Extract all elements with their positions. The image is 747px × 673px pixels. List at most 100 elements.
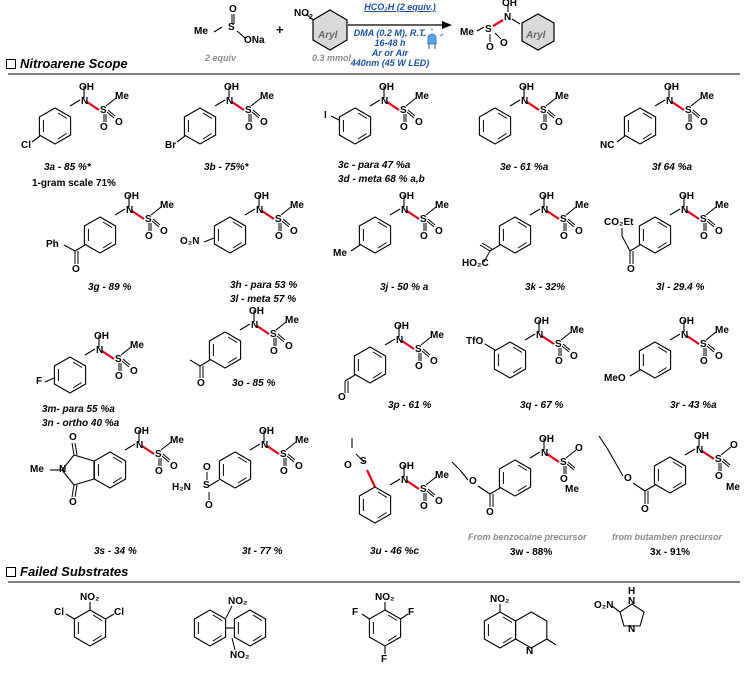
s-label: S [700, 214, 707, 225]
label-3x: 3x - 91% [650, 547, 691, 558]
substituent-3k: HO₂C [462, 258, 489, 269]
failed-3-f3: F [381, 654, 388, 665]
oh-label: OH [694, 431, 709, 442]
product-general-bonds [476, 5, 521, 42]
failed-5-no2: O₂N [594, 600, 614, 611]
o-label: O [270, 346, 278, 357]
n-label: N [541, 448, 549, 459]
o-label: O [700, 117, 708, 128]
label-3a-scale: 1-gram scale 71% [32, 178, 116, 189]
reagent-nitroarene-ring [305, 9, 348, 51]
o-label: O [145, 231, 153, 242]
failed-3-f2: F [408, 607, 415, 618]
o-label: O [100, 122, 108, 133]
section-title-failed: Failed Substrates [20, 564, 129, 579]
imide-o: O [69, 432, 77, 443]
led-icon [420, 28, 444, 49]
product-oxo-2: O [500, 38, 508, 49]
o-label: O [715, 351, 723, 362]
failed-2-no2b: NO₂ [230, 650, 250, 661]
o-label: O [730, 440, 738, 451]
s-label: S [560, 457, 567, 468]
o-label: O [115, 117, 123, 128]
label-3t: 3t - 77 % [242, 546, 283, 557]
o-label: O [130, 366, 138, 377]
substituent-3l: CO₂Et [604, 217, 634, 228]
s-label: S [700, 339, 707, 350]
oh-label: OH [534, 316, 549, 327]
sulfonyl-o: O [203, 462, 211, 473]
o-label: O [430, 356, 438, 367]
failed-3-f: F [352, 607, 359, 618]
carbonyl-o: O [627, 264, 635, 275]
o-label: O [435, 226, 443, 237]
imide-n: N [59, 464, 67, 475]
imide-o: O [69, 497, 77, 508]
product-methyl: Me [460, 27, 474, 38]
o-label: O [555, 117, 563, 128]
s-label: S [715, 454, 722, 465]
ester-o: O [624, 473, 632, 484]
oh-label: OH [94, 331, 109, 342]
failed-4-no2: NO₂ [490, 594, 510, 605]
o-label: O [415, 361, 423, 372]
n-label: N [521, 96, 529, 107]
n-label: N [251, 320, 259, 331]
label-3l-meta: 3l - meta 57 % [230, 294, 297, 305]
o-label: O [570, 351, 578, 362]
s-label: S [245, 105, 252, 116]
label-3o: 3o - 85 % [232, 378, 276, 389]
s-label: S [400, 105, 407, 116]
n-label: N [136, 440, 144, 451]
s-label: S [560, 214, 567, 225]
o-label: O [560, 231, 568, 242]
substituent-3m: F [36, 376, 43, 387]
failed-5-nh: N [628, 596, 636, 607]
o-label: O [160, 226, 168, 237]
n-label: N [401, 475, 409, 486]
n-label: N [261, 440, 269, 451]
o-label: O [260, 117, 268, 128]
failed-5-n2: N [628, 624, 636, 635]
condition-solvent: DMA (0.2 M), R.T. [353, 28, 427, 38]
substituent-3r: MeO [604, 373, 626, 384]
o-label: O [555, 356, 563, 367]
reagent-methyl: Me [194, 26, 208, 37]
oh-label: OH [539, 191, 554, 202]
o-label: O [560, 474, 568, 485]
carbonyl-o: O [197, 378, 205, 389]
me-label: Me [295, 435, 309, 446]
substituent-3t: H₂N [172, 482, 191, 493]
ester-o: O [486, 507, 494, 518]
label-3q: 3q - 67 % [520, 400, 564, 411]
o-label: O [420, 231, 428, 242]
note-3x: from butamben precursor [612, 532, 723, 542]
oh-label: OH [664, 82, 679, 93]
label-3j: 3j - 50 % a [380, 282, 429, 293]
n-label: N [396, 335, 404, 346]
label-3w: 3w - 88% [510, 547, 553, 558]
ester-o: O [469, 476, 477, 487]
s-label: S [100, 105, 107, 116]
me-label: Me [715, 200, 729, 211]
product-hydroxyl: OH [502, 0, 517, 9]
nitroarene-amount: 0.3 mmol [312, 53, 352, 63]
n-label: N [681, 330, 689, 341]
n-label: N [401, 205, 409, 216]
s-label: S [555, 339, 562, 350]
failed-5-h: H [628, 586, 636, 597]
reagent-ona: ONa [244, 35, 265, 46]
oh-label: OH [679, 316, 694, 327]
substituent-3f: NC [600, 140, 615, 151]
me-label: Me [115, 91, 129, 102]
s-label: S [155, 449, 162, 460]
o-label: O [290, 226, 298, 237]
substituent-3h: O₂N [180, 236, 200, 247]
oh-label: OH [399, 191, 414, 202]
sulfoxide-s: S [360, 456, 367, 467]
note-3w: From benzocaine precursor [468, 532, 587, 542]
carbonyl-o: O [72, 264, 80, 275]
n-label: N [681, 205, 689, 216]
oh-label: OH [679, 191, 694, 202]
reagent-equiv: 2 equiv [205, 53, 237, 63]
